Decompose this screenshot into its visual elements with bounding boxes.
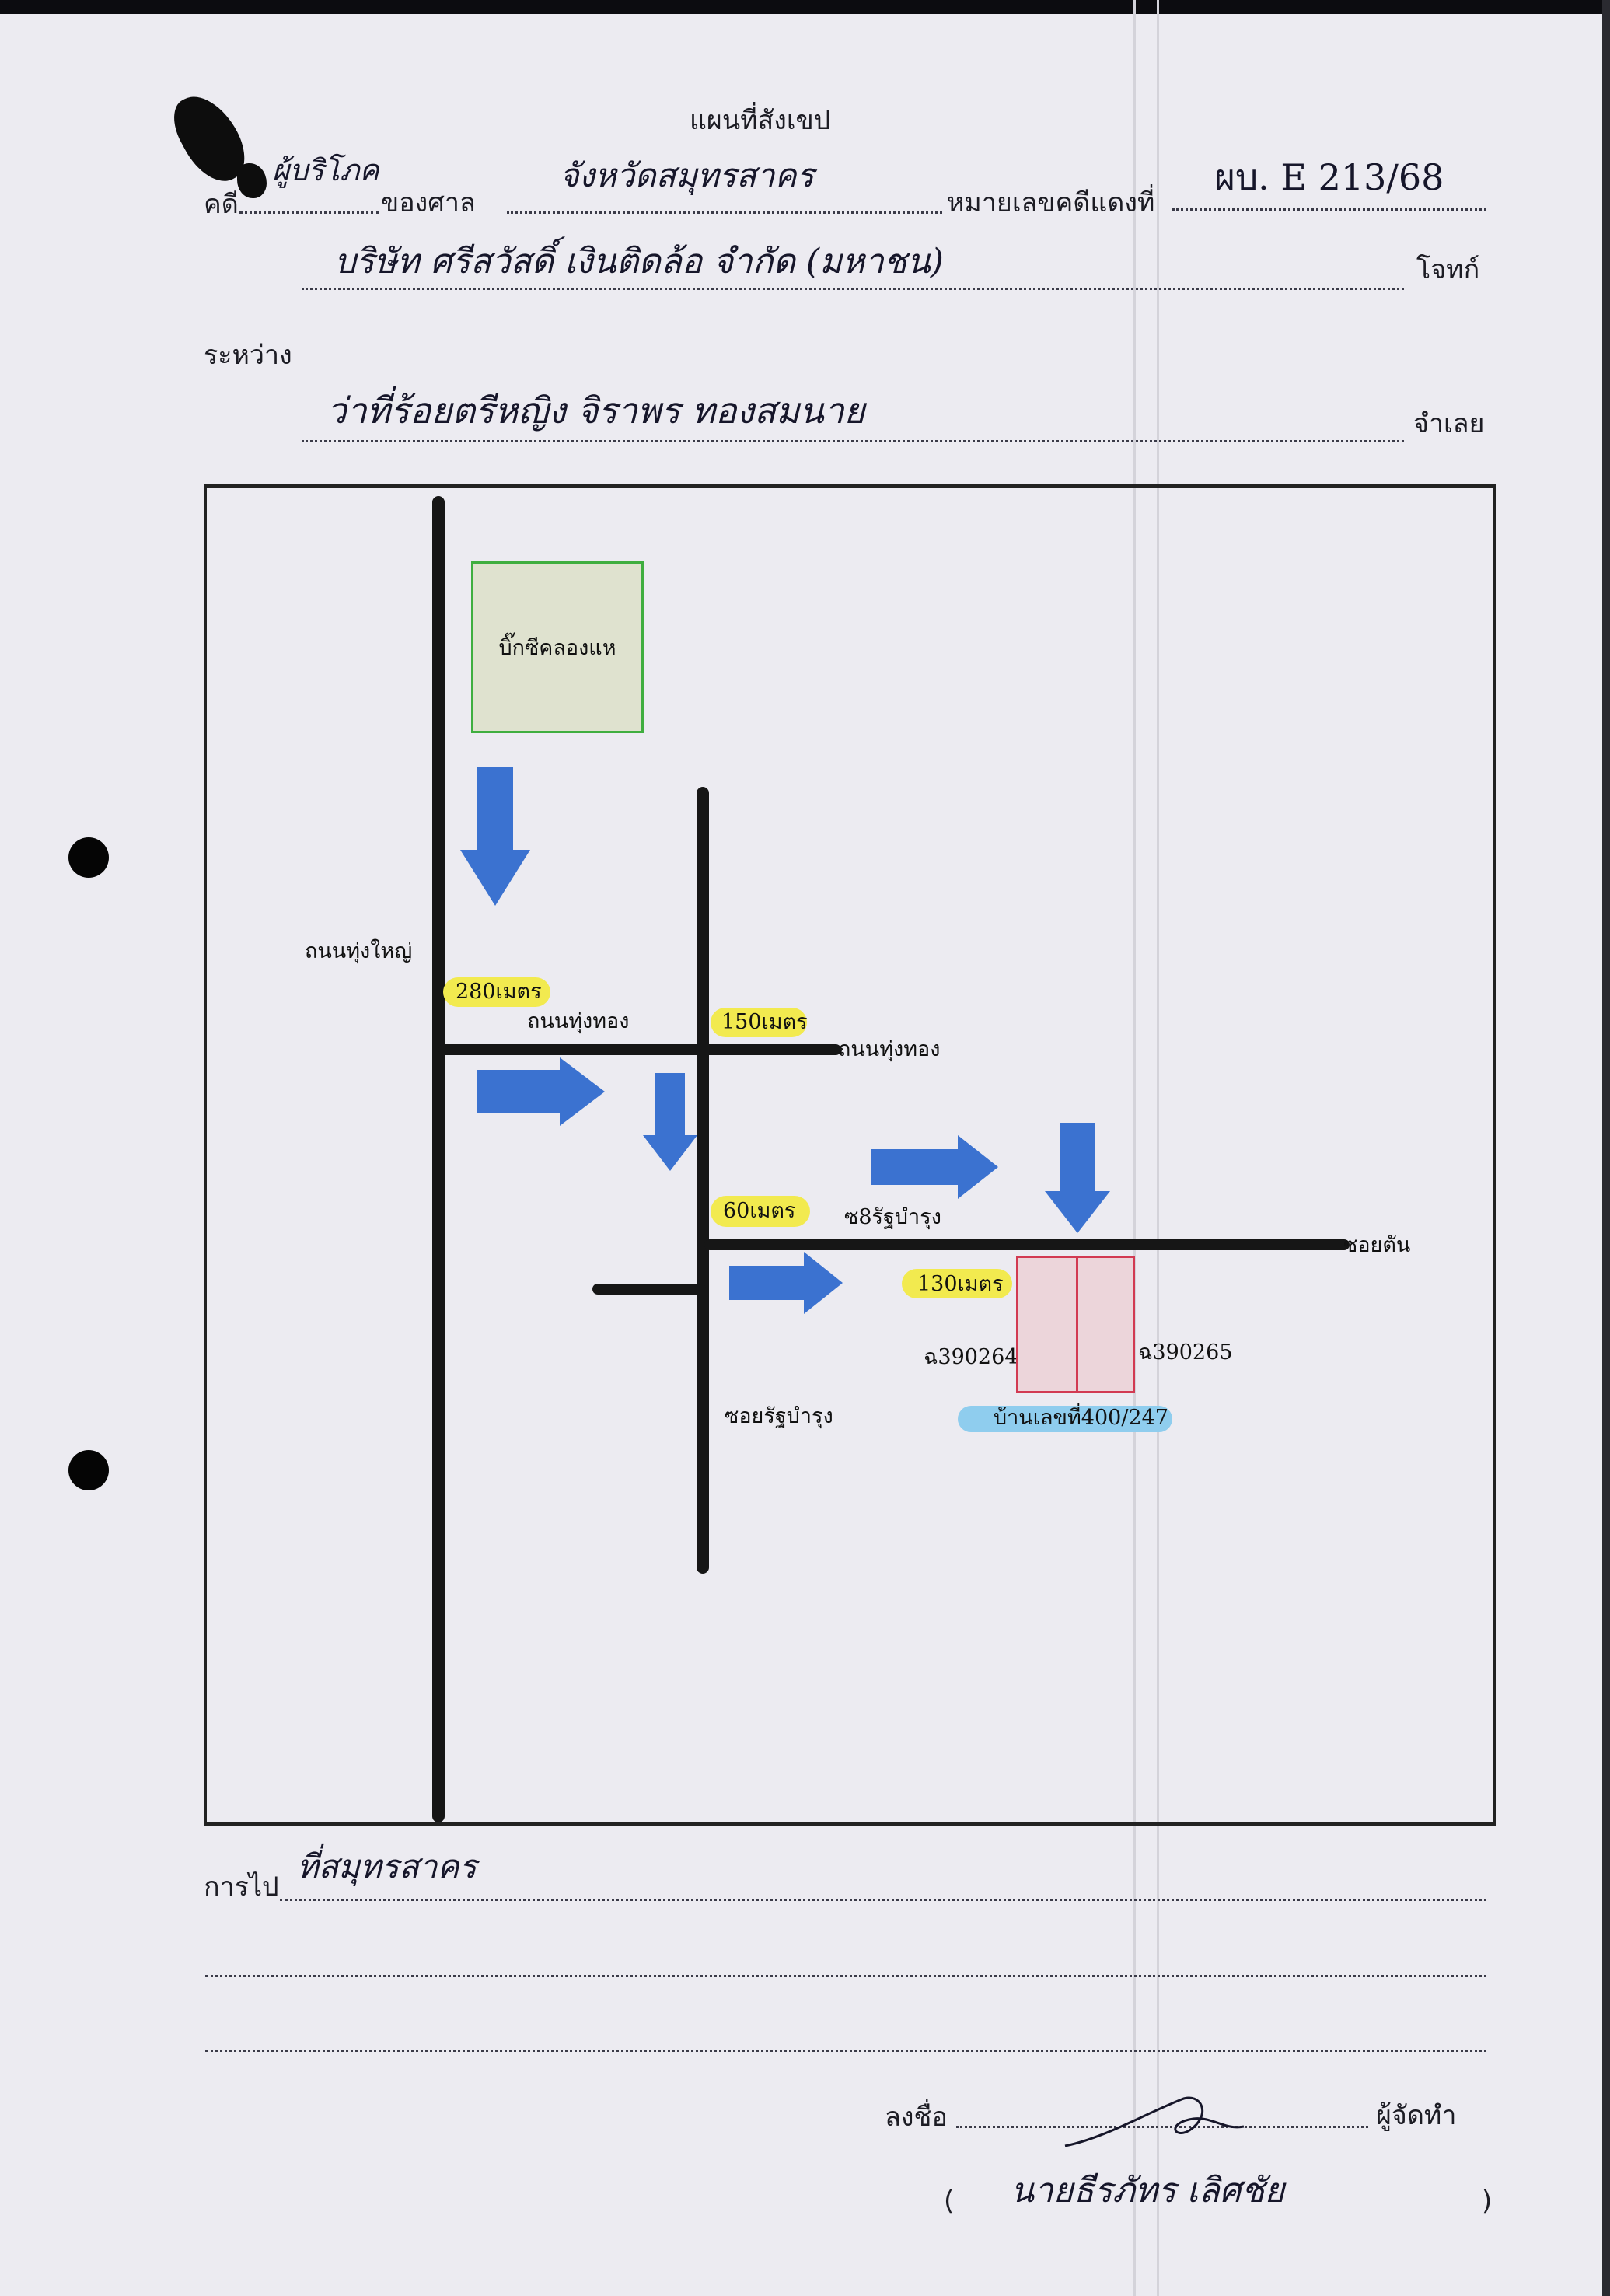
form-title: แผนที่สังเขป — [690, 105, 831, 136]
label-thung-yai-road: ถนนทุ่งใหญ่ — [305, 939, 413, 963]
dotted-line — [302, 440, 1404, 442]
road-soi8-rat-bamrung — [704, 1239, 1350, 1250]
court-label: ของศาล — [381, 187, 476, 218]
land-parcel — [1016, 1256, 1135, 1393]
arrow-right-icon — [477, 1057, 605, 1126]
dotted-line — [205, 1975, 1486, 1977]
highlight-yellow — [711, 1196, 810, 1227]
defendant-label: จำเลย — [1413, 408, 1485, 439]
scan-right-edge — [1602, 0, 1610, 2296]
road-soi-rat-bamrung — [697, 787, 709, 1574]
highlight-yellow — [443, 977, 550, 1007]
preparer-label: ผู้จัดทำ — [1376, 2100, 1457, 2131]
highlight-yellow — [902, 1269, 1012, 1298]
arrow-right-icon — [871, 1135, 998, 1199]
signature-scribble — [1064, 2096, 1245, 2147]
arrow-down-icon — [460, 767, 530, 906]
label-thung-thong-road-east: ถนนทุ่งทอง — [838, 1037, 941, 1061]
plaintiff-value: บริษัท ศรีสวัสดิ์ เงินติดล้อ จำกัด (มหาช… — [334, 242, 944, 281]
signer-name: นายธีรภัทร เลิศชัย — [1011, 2171, 1285, 2210]
case-label: คดี — [204, 189, 239, 220]
road-thung-yai — [432, 496, 445, 1822]
road-side-branch — [592, 1284, 706, 1295]
case-type-value: ผู้บริโภค — [272, 153, 379, 187]
landmark-label: บิ๊กซีคลองแห — [498, 636, 616, 660]
highlight-yellow — [711, 1008, 807, 1037]
house-number: บ้านเลขที่400/247 — [994, 1406, 1168, 1430]
dotted-line — [239, 211, 379, 214]
parcel-deed-left: ฉ390264 — [924, 1345, 1018, 1369]
arrow-right-icon — [729, 1252, 843, 1314]
route-label: การไป — [204, 1871, 279, 1903]
plaintiff-label: โจทก์ — [1416, 254, 1480, 285]
close-paren: ) — [1482, 2186, 1493, 2217]
label-thung-thong-road: ถนนทุ่งทอง — [527, 1009, 630, 1033]
paper-crease — [1133, 0, 1136, 2296]
parcel-divider — [1076, 1258, 1078, 1391]
road-thung-thong — [438, 1044, 841, 1055]
dotted-line — [956, 2126, 1368, 2128]
dotted-line — [507, 211, 942, 214]
label-soi8-rat-bamrung: ซ8รัฐบำรุง — [844, 1205, 941, 1229]
sign-label: ลงชื่อ — [885, 2102, 948, 2133]
distance-130m: 130เมตร — [917, 1272, 1004, 1296]
label-dead-end: ซอยตัน — [1343, 1233, 1411, 1257]
punch-hole — [68, 837, 109, 878]
punch-hole — [68, 1450, 109, 1490]
red-case-value: ผบ. E 213/68 — [1214, 156, 1444, 198]
landmark-bigc: บิ๊กซีคลองแห — [471, 561, 644, 733]
ink-smudge — [237, 163, 267, 198]
highlight-blue — [958, 1406, 1172, 1432]
parcel-deed-right: ฉ390265 — [1138, 1340, 1233, 1365]
arrow-down-icon — [643, 1073, 697, 1171]
dotted-line — [1172, 208, 1486, 211]
dotted-line — [205, 2050, 1486, 2052]
defendant-value: ว่าที่ร้อยตรีหญิง จิราพร ทองสมนาย — [327, 390, 865, 432]
scan-top-edge — [0, 0, 1610, 14]
dotted-line — [302, 288, 1404, 290]
route-value: ที่สมุทรสาคร — [297, 1847, 477, 1885]
map-frame — [204, 484, 1496, 1826]
distance-60m: 60เมตร — [723, 1199, 796, 1223]
red-case-label: หมายเลขคดีแดงที่ — [947, 187, 1155, 218]
distance-280m: 280เมตร — [456, 980, 542, 1004]
dotted-line — [280, 1899, 1486, 1901]
arrow-down-icon — [1045, 1123, 1110, 1233]
between-label: ระหว่าง — [204, 340, 292, 371]
label-soi-rat-bamrung: ซอยรัฐบำรุง — [725, 1404, 833, 1428]
distance-150m: 150เมตร — [721, 1010, 808, 1034]
paper-crease — [1157, 0, 1159, 2296]
open-paren: ( — [944, 2186, 955, 2217]
court-value: จังหวัดสมุทรสาคร — [560, 156, 815, 194]
